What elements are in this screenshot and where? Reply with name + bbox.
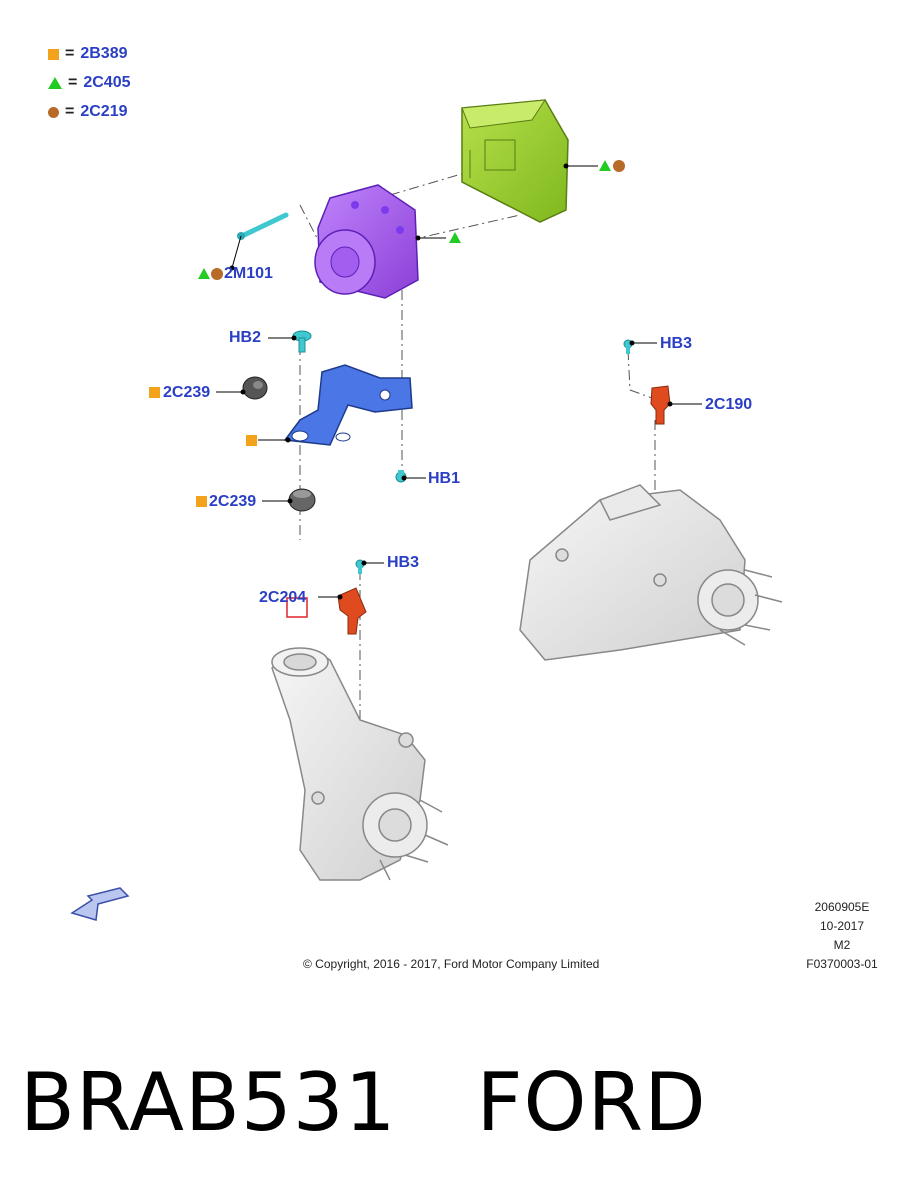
orange-square-icon — [196, 496, 207, 507]
callout-hb3-rear: HB3 — [660, 335, 693, 352]
drawing-code: 2060905E — [814, 900, 870, 914]
copyright-notice: © Copyright, 2016 - 2017, Ford Motor Com… — [303, 957, 600, 971]
mounting-bracket — [283, 364, 413, 446]
parts-diagram — [70, 99, 783, 921]
orange-square-icon — [149, 387, 160, 398]
legend-row-dot: = 2C219 — [48, 102, 128, 122]
orientation-arrow-icon — [70, 887, 130, 921]
legend-row-square: = 2B389 — [48, 44, 128, 64]
green-triangle-icon — [449, 232, 461, 243]
legend-code: 2C405 — [83, 74, 131, 91]
callout-2c204: 2C204 — [259, 589, 307, 606]
callout-hb3-front: HB3 — [387, 554, 420, 571]
orange-square-icon — [246, 435, 257, 446]
brand-name: FORD — [476, 1055, 707, 1149]
brown-dot-icon — [48, 106, 59, 118]
legend-equals: = — [68, 74, 78, 91]
green-triangle-icon — [48, 77, 62, 89]
callout-hb2: HB2 — [229, 329, 262, 346]
callout-2c190: 2C190 — [705, 396, 753, 413]
highlight-box — [286, 597, 308, 618]
callout-hb1: HB1 — [428, 470, 461, 487]
callout-2c239-lower: 2C239 — [209, 493, 257, 510]
green-triangle-icon — [198, 268, 210, 279]
brown-dot-icon — [211, 268, 223, 280]
callout-2m101: 2M101 — [224, 265, 273, 282]
bracket-bolt — [292, 330, 312, 353]
hydraulic-unit — [314, 184, 419, 299]
drawing-revision: M2 — [833, 938, 851, 952]
green-triangle-icon — [599, 160, 611, 171]
abs-module-bolt — [237, 212, 289, 240]
legend-row-triangle: = 2C405 — [48, 73, 131, 93]
part-number: BRAB531 — [20, 1055, 397, 1149]
orange-square-icon — [48, 48, 59, 60]
rear-wheel-speed-sensor — [650, 385, 671, 425]
front-knuckle — [271, 647, 449, 881]
footer-caption: BRAB531 FORD — [20, 1052, 707, 1152]
front-wheel-speed-sensor — [337, 587, 367, 635]
drawing-date: 10-2017 — [819, 919, 865, 933]
callout-2c239-upper: 2C239 — [163, 384, 211, 401]
rear-knuckle — [519, 484, 783, 661]
brown-dot-icon — [613, 160, 625, 172]
control-module — [461, 99, 569, 223]
legend-code: 2B389 — [80, 45, 128, 62]
legend-code: 2C219 — [80, 103, 128, 120]
figure-number: F0370003-01 — [806, 957, 878, 971]
legend-equals: = — [65, 103, 75, 120]
legend-equals: = — [65, 45, 75, 62]
